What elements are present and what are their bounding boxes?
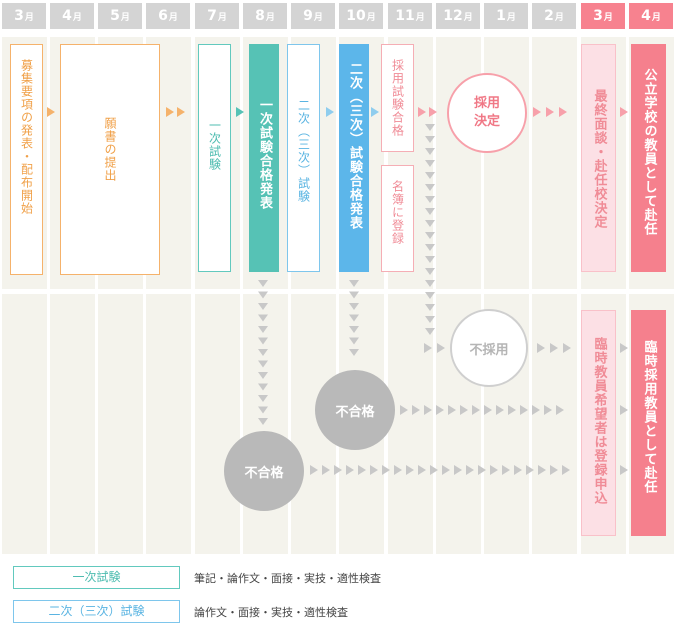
step-ichiji-text: 一次試験 [207, 119, 222, 171]
month-header-2: 4月 [50, 3, 94, 29]
month-header-5: 7月 [195, 3, 239, 29]
saiyo-kettei-text: 採用 決定 [473, 96, 500, 129]
saiyo-kettei-circle: 採用 決定 [447, 73, 527, 153]
month-header-10: 12月 [436, 3, 480, 29]
step-niji: 二次（三次）試験 [287, 44, 320, 272]
step-meibo-text: 名簿に登録 [390, 180, 405, 245]
step-rinji-kibo: 臨時教員希望者は登録申込 [581, 310, 616, 536]
step-boshu-text: 募集要項の発表・配布開始 [19, 59, 34, 215]
step-niji-gokaku: 二次（三次）試験合格発表 [339, 44, 369, 272]
step-saishu: 最終面談・赴任校決定 [581, 44, 616, 272]
row-separator [0, 289, 675, 294]
step-ichiji-gokaku-text: 一次試験合格発表 [257, 98, 272, 210]
step-meibo: 名簿に登録 [381, 165, 414, 272]
month-header: 3月 4月 5月 6月 7月 8月 9月 10月 11月 12月 1月 2月 3… [0, 0, 675, 36]
month-header-6: 8月 [243, 3, 287, 29]
step-niji-gokaku-text: 二次（三次）試験合格発表 [347, 62, 362, 230]
month-header-4: 6月 [146, 3, 190, 29]
step-saiyo-gokaku-text: 採用試験合格 [390, 59, 405, 137]
legend-niji-label: 二次（三次）試験 [13, 600, 180, 623]
month-header-12: 2月 [532, 3, 576, 29]
month-header-11: 1月 [484, 3, 528, 29]
fusaiyo-text: 不採用 [469, 342, 509, 358]
step-saiyo-gokaku: 採用試験合格 [381, 44, 414, 152]
step-boshu: 募集要項の発表・配布開始 [10, 44, 43, 275]
month-column [532, 37, 577, 554]
fugokaku-ichiji-circle: 不合格 [224, 431, 304, 511]
fusaiyo-circle: 不採用 [450, 309, 528, 387]
month-header-14: 4月 [629, 3, 673, 29]
month-header-3: 5月 [98, 3, 142, 29]
month-header-8: 10月 [339, 3, 383, 29]
step-fuinin-kyoin-text: 公立学校の教員として赴任 [641, 68, 657, 236]
step-niji-text: 二次（三次）試験 [296, 99, 311, 203]
legend-ichiji-desc: 筆記・論作文・面接・実技・適性検査 [194, 572, 381, 585]
month-header-1: 3月 [2, 3, 46, 29]
month-header-7: 9月 [291, 3, 335, 29]
legend-ichiji-label: 一次試験 [13, 566, 180, 589]
legend-niji-desc: 論作文・面接・実技・適性検査 [194, 606, 348, 619]
step-ichiji-gokaku: 一次試験合格発表 [249, 44, 279, 272]
step-gansho: 願書の提出 [60, 44, 160, 275]
step-fuinin-rinji: 臨時採用教員として赴任 [631, 310, 666, 536]
fugokaku-niji-circle: 不合格 [315, 370, 395, 450]
month-header-9: 11月 [388, 3, 432, 29]
step-saishu-text: 最終面談・赴任校決定 [591, 89, 607, 229]
step-ichiji: 一次試験 [198, 44, 231, 272]
fugokaku-niji-text: 不合格 [335, 404, 375, 420]
step-fuinin-kyoin: 公立学校の教員として赴任 [631, 44, 666, 272]
fugokaku-ichiji-text: 不合格 [244, 465, 284, 481]
month-header-13: 3月 [581, 3, 625, 29]
step-gansho-text: 願書の提出 [103, 117, 117, 182]
step-fuinin-rinji-text: 臨時採用教員として赴任 [641, 340, 657, 494]
step-rinji-kibo-text: 臨時教員希望者は登録申込 [591, 337, 607, 505]
